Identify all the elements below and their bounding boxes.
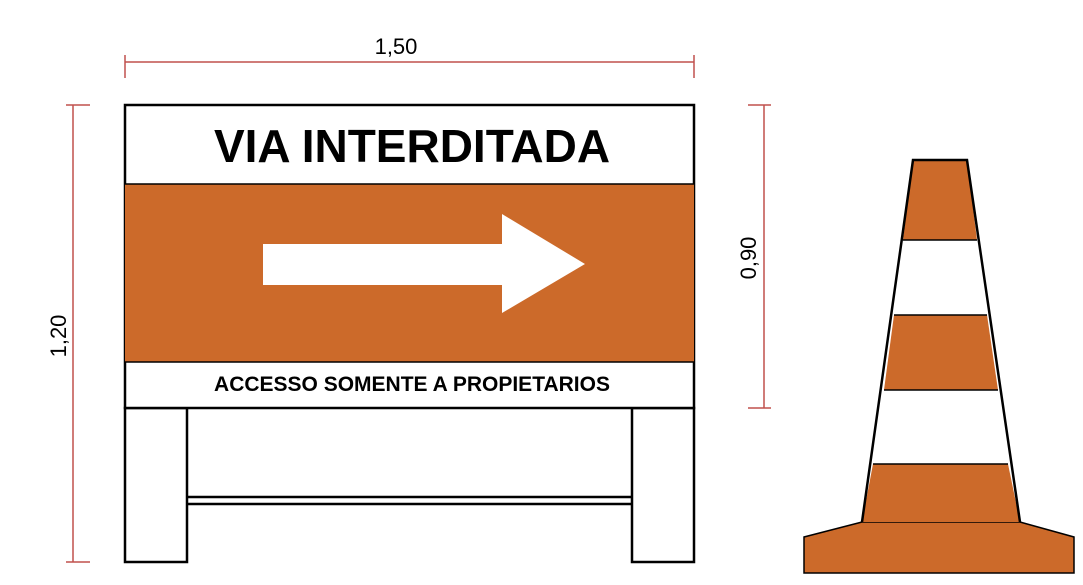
traffic-cone	[803, 158, 1075, 574]
cone-stripe-2	[894, 240, 987, 315]
cone-stripe-5	[862, 464, 1020, 522]
sign-title: VIA INTERDITADA	[214, 120, 610, 172]
dimension-panel-height-label: 0,90	[736, 237, 761, 280]
cone-stripe-1	[903, 160, 977, 240]
dimension-total-height	[66, 104, 90, 563]
barricade: VIA INTERDITADA ACCESSO SOMENTE A PROPIE…	[123, 103, 696, 564]
dimension-total-height-label: 1,20	[46, 315, 71, 358]
sign-subtitle: ACCESSO SOMENTE A PROPIETARIOS	[214, 373, 610, 396]
left-leg	[123, 406, 189, 564]
cone-stripe-4	[873, 390, 1008, 464]
arrow-right-icon	[263, 214, 585, 313]
dimension-width-label: 1,50	[375, 34, 418, 59]
cone-base	[803, 521, 1075, 574]
cone-stripe-3	[884, 315, 998, 390]
dimension-panel-height	[748, 104, 771, 409]
dimension-width	[124, 55, 695, 78]
right-leg	[630, 406, 696, 564]
